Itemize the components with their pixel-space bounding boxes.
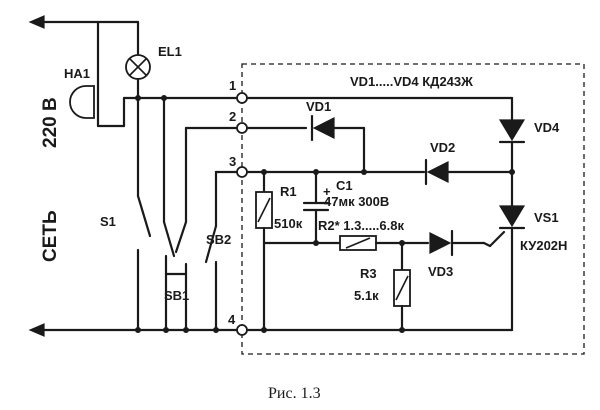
vs1-label: VS1	[534, 210, 559, 225]
voltage-label: 220 В	[40, 97, 61, 148]
mains-line-bottom	[28, 323, 238, 337]
mains-line-top	[28, 15, 140, 29]
terminal-3-label: 3	[229, 154, 236, 169]
vs1-type-label: КУ202Н	[520, 238, 567, 253]
r1-label: R1	[280, 184, 297, 199]
c1-value: 47мк 300В	[324, 194, 389, 209]
c1-label: C1	[336, 178, 353, 193]
figure-caption: Рис. 1.3	[268, 385, 321, 402]
r2-label: R2* 1.3.....6.8к	[318, 218, 404, 233]
diode-vd2	[424, 158, 514, 186]
diode-type-note: VD1.....VD4 КД243Ж	[350, 74, 473, 89]
lamp-label: EL1	[158, 44, 182, 59]
c1-plus: +	[323, 184, 331, 199]
switch-sb1	[161, 95, 189, 333]
terminal-1	[236, 92, 248, 104]
vd3-label: VD3	[428, 264, 453, 279]
terminal-2-label: 2	[229, 109, 236, 124]
terminal-4	[236, 324, 248, 336]
vd4-label: VD4	[534, 120, 560, 135]
diode-vd3	[429, 229, 492, 257]
vd1-label: VD1	[306, 99, 331, 114]
terminal-3	[236, 166, 248, 178]
r3-label: R3	[360, 266, 377, 281]
sb2-label: SB2	[206, 232, 231, 247]
resistor-r2	[339, 235, 430, 251]
vd2-label: VD2	[430, 140, 455, 155]
terminal-2	[236, 122, 248, 134]
switch-s1	[135, 96, 152, 333]
s1-label: S1	[100, 214, 116, 229]
capacitor-c1	[302, 170, 330, 245]
bell-label: HA1	[64, 66, 90, 81]
terminal-4-label: 4	[228, 312, 236, 327]
lamp-el1	[125, 20, 151, 100]
thyristor-vs1	[488, 205, 526, 332]
r3-value: 5.1к	[354, 288, 379, 303]
diode-vd4	[498, 96, 526, 208]
diode-vd1	[310, 114, 366, 142]
module-outline	[241, 63, 585, 355]
mains-label: СЕТЬ	[40, 210, 61, 262]
resistor-r3	[393, 241, 411, 332]
sb1-label: SB1	[164, 288, 189, 303]
r1-value: 510к	[274, 216, 303, 231]
resistor-r1	[255, 170, 273, 245]
switch-sb2	[204, 170, 219, 333]
terminal-1-label: 1	[229, 78, 236, 93]
